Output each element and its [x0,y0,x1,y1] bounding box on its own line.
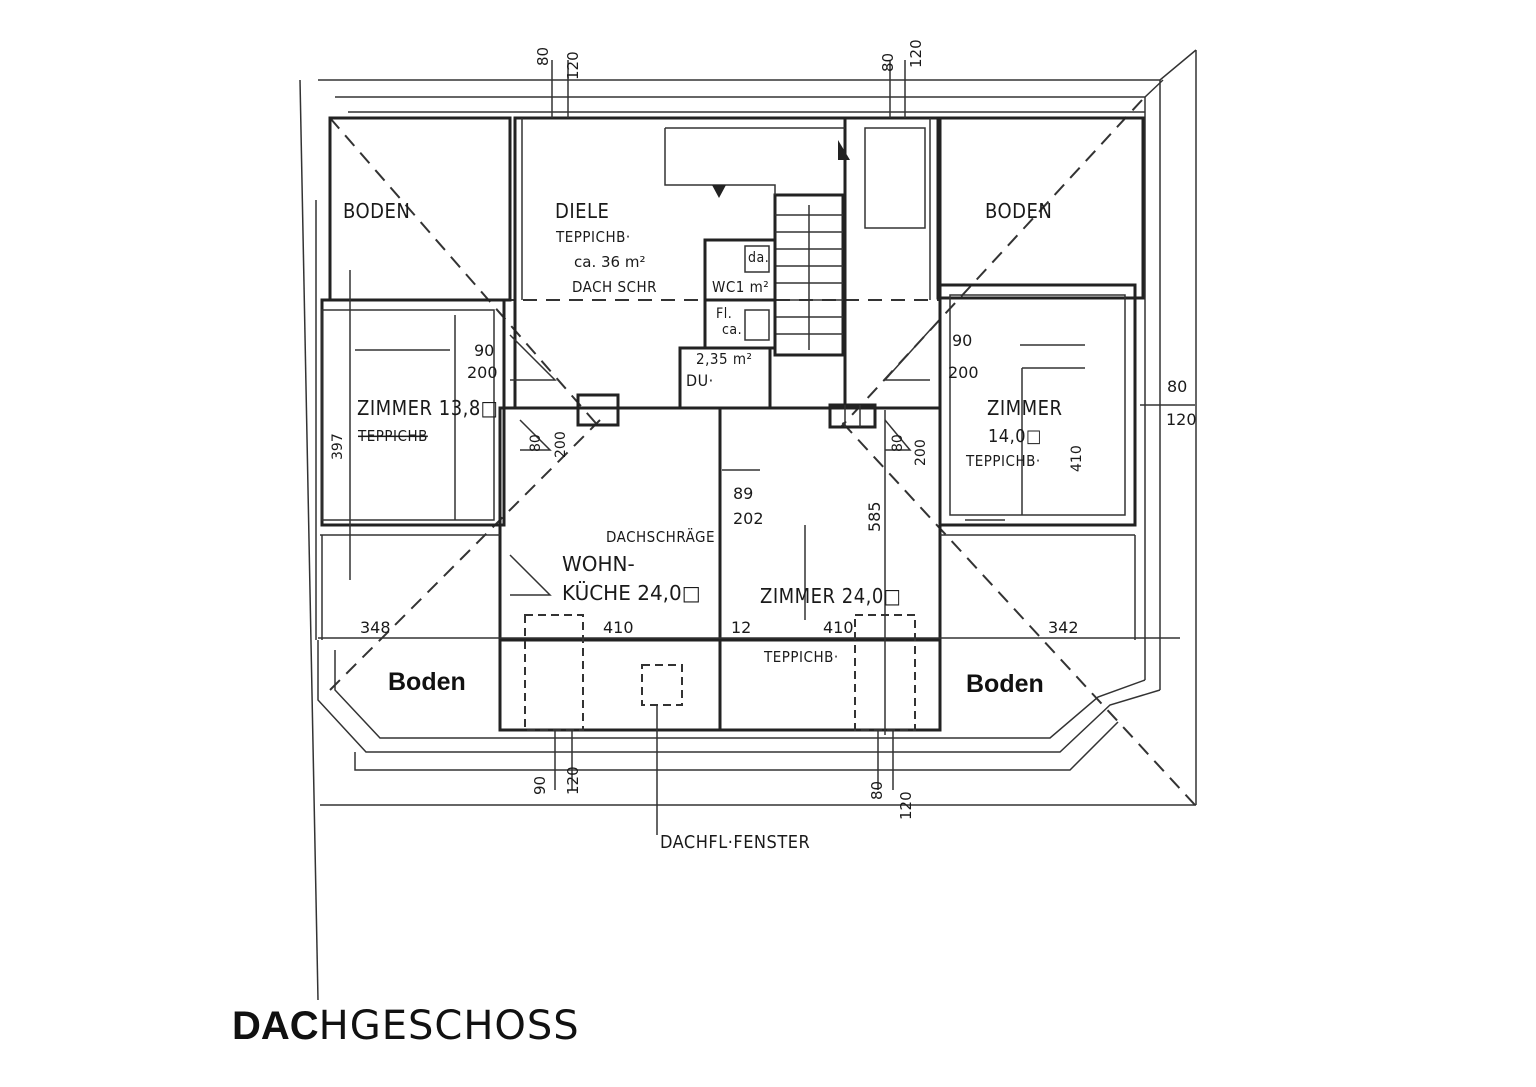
zimmer-bottom-floor: TEPPICHB· [763,648,839,666]
room-label-boden-bottom-right: Boden [966,670,1044,698]
dim-bottom-342: 342 [1048,618,1079,637]
dim-bottom-12: 12 [731,618,751,637]
dim-bottom-90-a: 90 [531,776,549,795]
dim-right-120: 120 [1166,410,1197,429]
dim-door-left-80: 80 [528,434,544,452]
dim-bottom-410-b: 410 [823,618,854,637]
room-label-zimmer-bottom: ZIMMER 24,0□ [760,584,901,608]
zimmer-right-area: 14,0□ [988,426,1042,447]
zimmer-left-floor: TEPPICHB [357,427,428,445]
staircase [664,127,926,357]
plan-title-light: HGESCHOSS [318,1003,580,1049]
hip-lines [329,99,1196,806]
dim-left-397: 397 [330,433,346,460]
dim-right-80: 80 [1167,377,1187,396]
dim-bottom-410-a: 410 [603,618,634,637]
dim-bottom-120-b: 120 [897,791,915,820]
diele-floor: TEPPICHB· [555,228,631,246]
dim-stair-202: 202 [733,509,764,528]
room-label-boden-bottom-left: Boden [388,668,466,696]
room-label-zimmer-left: ZIMMER 13,8□ [357,396,498,420]
bath-label-du: DU· [686,371,714,390]
dim-height-585: 585 [865,501,884,532]
chimneys [576,393,877,429]
dim-window-left-200: 200 [467,363,498,382]
bath-label-ca: ca. [722,322,742,338]
room-label-wohn: WOHN- [562,552,635,576]
zimmer-right-floor: TEPPICHB· [965,452,1041,470]
dim-top-120-a: 120 [564,51,582,80]
dim-top-120-b: 120 [907,39,925,68]
dim-bottom-348: 348 [360,618,391,637]
room-label-boden-top-left: BODEN [343,199,410,223]
label-skylight: DACHFL·FENSTER [660,832,810,853]
diele-area: ca. 36 m² [574,253,645,271]
bath-label-fl: Fl. [716,306,732,322]
roof-outline [299,49,1197,1001]
plan-title: DACHGESCHOSS [232,1002,580,1049]
dim-door-right-200: 200 [913,439,929,466]
dim-right-410: 410 [1069,445,1085,472]
dim-door-right-80: 80 [890,434,906,452]
room-label-boden-top-right: BODEN [985,199,1052,223]
dim-window-right-200: 200 [948,363,979,382]
room-label-kueche: KÜCHE 24,0□ [562,581,701,605]
window-wedges [509,329,931,596]
diele-slope: DACH SCHR [572,278,657,296]
room-label-diele: DIELE [555,199,609,223]
bathroom [678,238,777,410]
dim-bottom-120-a: 120 [564,766,582,795]
dim-window-left-90: 90 [474,341,494,360]
bath-label-da: da. [748,250,769,266]
dim-top-80-a: 80 [534,47,552,66]
plan-title-bold: DAC [232,1004,319,1048]
dim-top-80-b: 80 [879,53,897,72]
bath-label-wc: WC1 m² [712,278,769,296]
dim-bottom-80-b: 80 [868,781,886,800]
bath-area: 2,35 m² [696,350,752,368]
dim-door-left-200: 200 [553,431,569,458]
label-dachschraege: DACHSCHRÄGE [606,527,715,546]
room-label-zimmer-right: ZIMMER [987,396,1063,420]
dim-stair-89: 89 [733,484,753,503]
dim-window-right-90: 90 [952,331,972,350]
dimension-lines [318,60,1195,790]
